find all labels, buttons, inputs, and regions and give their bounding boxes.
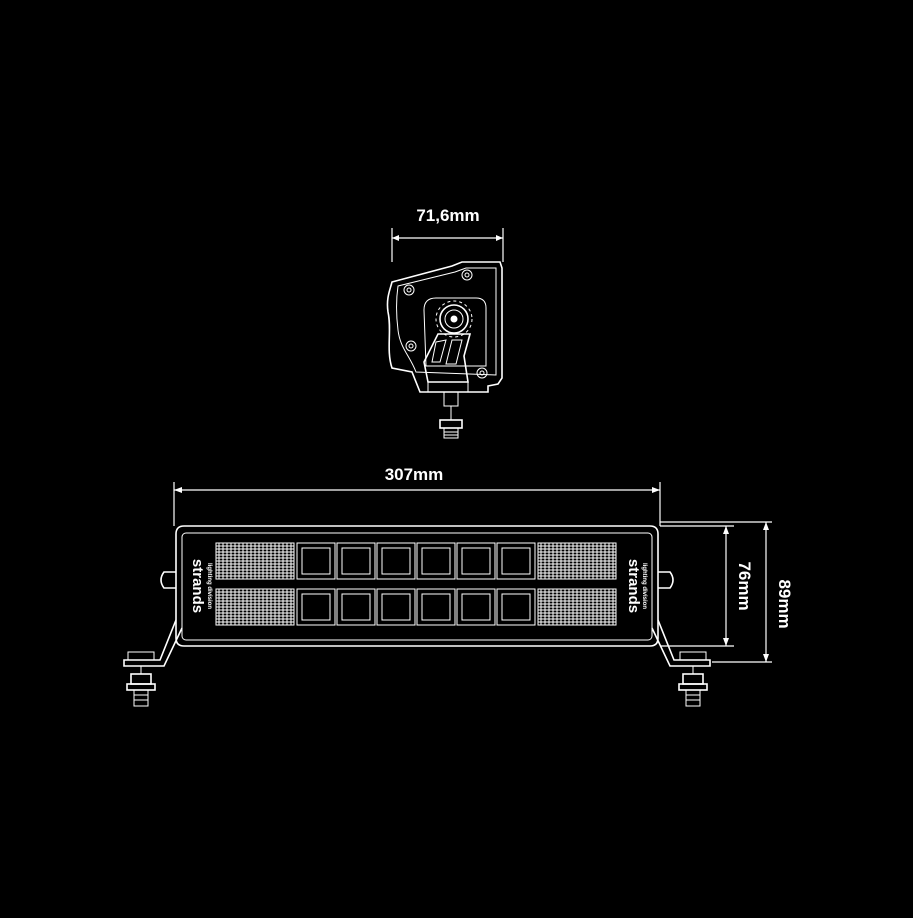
side-width-label: 71,6mm bbox=[416, 206, 479, 225]
led-optic bbox=[456, 588, 496, 626]
logo-left: strands lighting division bbox=[189, 559, 212, 613]
left-mount bbox=[123, 619, 183, 707]
side-housing bbox=[386, 261, 503, 439]
front-housing: strands lighting division strands lighti… bbox=[160, 525, 674, 647]
side-width-dimension: 71,6mm bbox=[391, 206, 504, 262]
logo-left-tagline: lighting division bbox=[206, 563, 212, 609]
front-length-label: 307mm bbox=[385, 465, 444, 484]
front-length-dimension: 307mm bbox=[173, 465, 661, 526]
logo-right-brand: strands bbox=[625, 559, 642, 613]
led-optic bbox=[296, 588, 336, 626]
led-optic bbox=[496, 542, 536, 580]
logo-right: strands lighting division bbox=[625, 559, 647, 613]
side-view: 71,6mm bbox=[386, 206, 504, 439]
front-inner-height-dimension: 76mm bbox=[660, 525, 754, 647]
front-total-height-label: 89mm bbox=[775, 579, 794, 628]
front-inner-height-label: 76mm bbox=[735, 561, 754, 610]
right-mount bbox=[651, 619, 711, 707]
led-optic bbox=[376, 588, 416, 626]
led-optic bbox=[336, 542, 376, 580]
led-optic bbox=[296, 542, 336, 580]
front-view: 307mm strands lighting division strands … bbox=[123, 465, 794, 707]
led-optic bbox=[336, 588, 376, 626]
front-total-height-dimension: 89mm bbox=[660, 521, 794, 663]
led-optic bbox=[496, 588, 536, 626]
led-optic-rows bbox=[215, 542, 617, 626]
led-optic bbox=[456, 542, 496, 580]
led-optic bbox=[416, 542, 456, 580]
logo-left-brand: strands bbox=[189, 559, 206, 613]
led-optic bbox=[416, 588, 456, 626]
led-optic bbox=[376, 542, 416, 580]
logo-right-tagline: lighting division bbox=[641, 563, 647, 609]
